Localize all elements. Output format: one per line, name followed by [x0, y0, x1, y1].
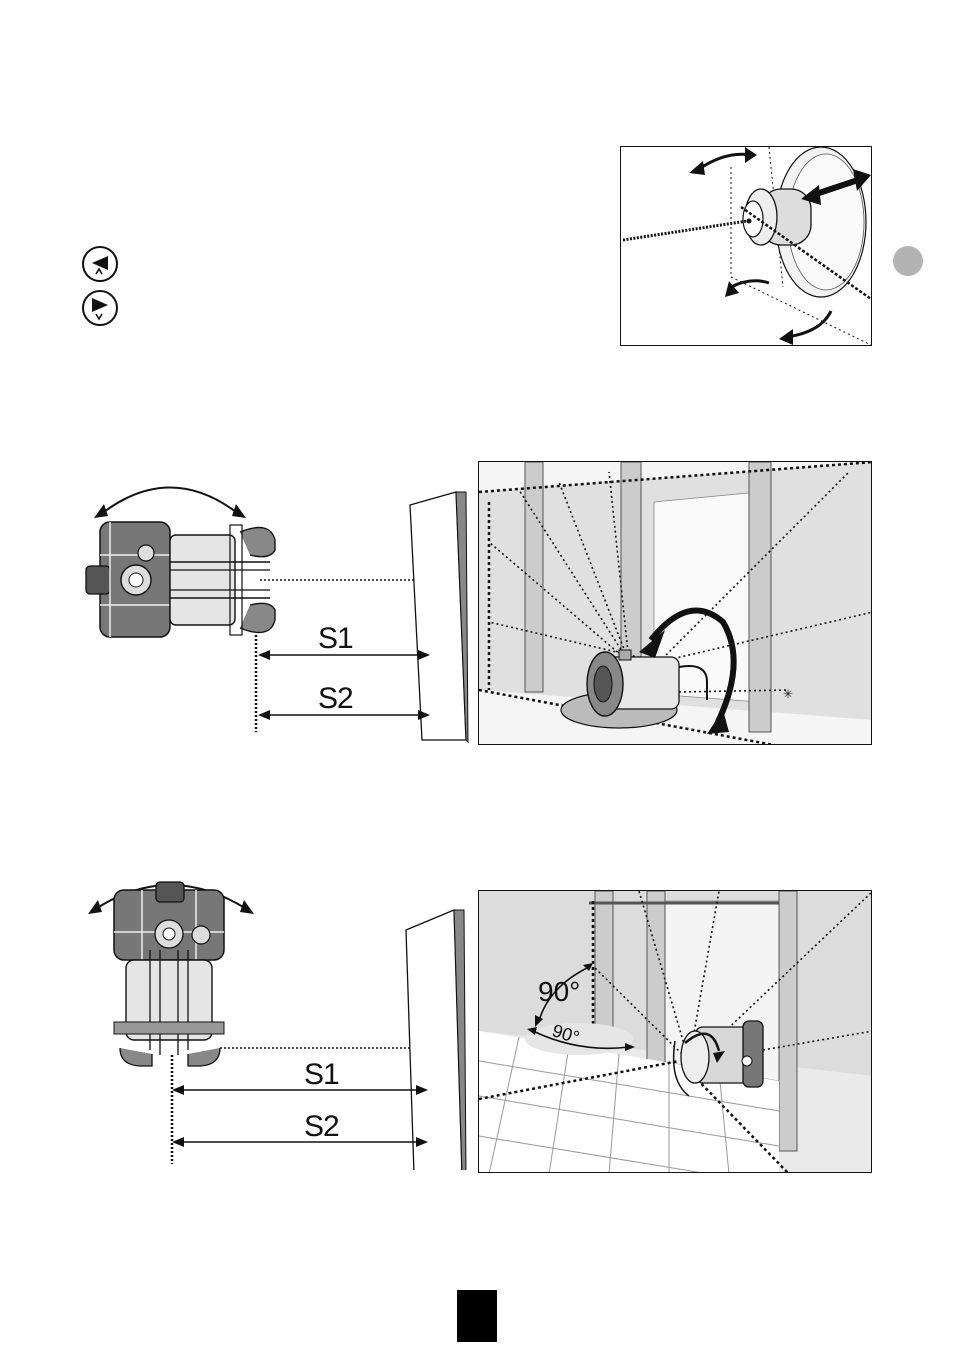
figure-head-adjustment: [620, 146, 872, 346]
figure-room-floor-scene: ✳: [478, 461, 872, 745]
figure5-angle-wall-label: 90°: [538, 976, 580, 1008]
svg-text:✳: ✳: [783, 687, 793, 701]
figure2-s2-label: S2: [318, 682, 353, 716]
figure4-s2-label: S2: [304, 1110, 339, 1144]
figure-room-vertical-scene: [478, 890, 872, 1173]
left-button-icon: [82, 246, 118, 282]
figure-vertical-distance: ✳: [80, 870, 480, 1170]
figure4-s1-label: S1: [304, 1058, 339, 1092]
figure2-s1-label: S1: [318, 622, 353, 656]
figure-horizontal-distance: ✳: [70, 470, 470, 750]
page-side-marker: [893, 246, 923, 276]
page-number-block: [457, 1290, 497, 1342]
right-button-icon: [82, 290, 118, 326]
